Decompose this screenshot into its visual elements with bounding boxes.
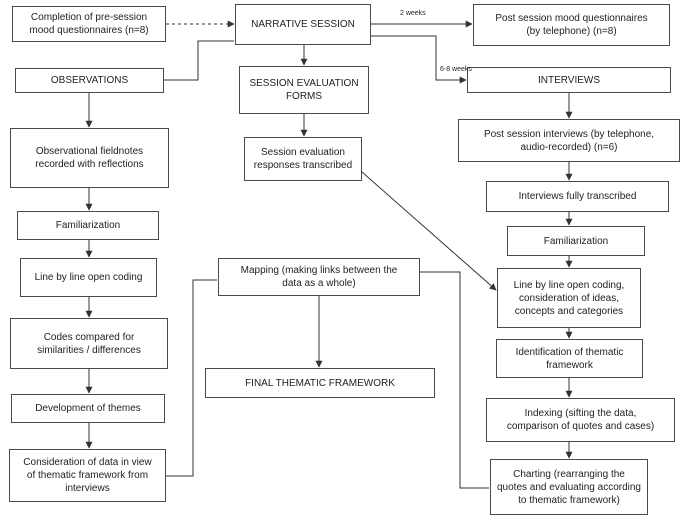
final-thematic-framework-box: FINAL THEMATIC FRAMEWORK xyxy=(205,368,435,398)
observations-box: OBSERVATIONS xyxy=(15,68,164,93)
edge-narrative-to-interviews xyxy=(371,35,467,84)
narrative-session-box: NARRATIVE SESSION xyxy=(235,4,371,45)
edge-eval-transcribed-to-line-right xyxy=(361,171,497,291)
interviews-box: INTERVIEWS xyxy=(467,67,671,93)
indexing-box: Indexing (sifting the data, comparison o… xyxy=(486,398,675,442)
identification-thematic-framework-box: Identification of thematic framework xyxy=(496,339,643,378)
edge-consideration-to-mapping xyxy=(166,279,217,477)
observational-fieldnotes-box: Observational fieldnotes recorded with r… xyxy=(10,128,169,188)
evaluation-responses-transcribed-box: Session evaluation responses transcribed xyxy=(244,137,362,181)
edge-charting-to-mapping xyxy=(420,271,489,489)
familiarization-right-box: Familiarization xyxy=(507,226,645,256)
development-of-themes-box: Development of themes xyxy=(11,394,165,423)
mapping-box: Mapping (making links between the data a… xyxy=(218,258,420,296)
session-evaluation-forms-box: SESSION EVALUATION FORMS xyxy=(239,66,369,114)
post-session-interviews-box: Post session interviews (by telephone, a… xyxy=(458,119,680,162)
familiarization-left-box: Familiarization xyxy=(17,211,159,240)
two-weeks-label: 2 weeks xyxy=(400,10,426,17)
codes-compared-box: Codes compared for similarities / differ… xyxy=(10,318,168,369)
edge-narrative-to-observations xyxy=(164,40,234,81)
consideration-of-data-box: Consideration of data in view of themati… xyxy=(9,449,166,502)
interviews-fully-transcribed-box: Interviews fully transcribed xyxy=(486,181,669,212)
pre-session-questionnaires-box: Completion of pre-session mood questionn… xyxy=(12,6,166,42)
charting-box: Charting (rearranging the quotes and eva… xyxy=(490,459,648,515)
post-session-mood-box: Post session mood questionnaires (by tel… xyxy=(473,4,670,46)
six-eight-weeks-label: 6-8 weeks xyxy=(440,66,472,73)
line-by-line-coding-left-box: Line by line open coding xyxy=(20,258,157,297)
line-by-line-coding-right-box: Line by line open coding, consideration … xyxy=(497,268,641,328)
